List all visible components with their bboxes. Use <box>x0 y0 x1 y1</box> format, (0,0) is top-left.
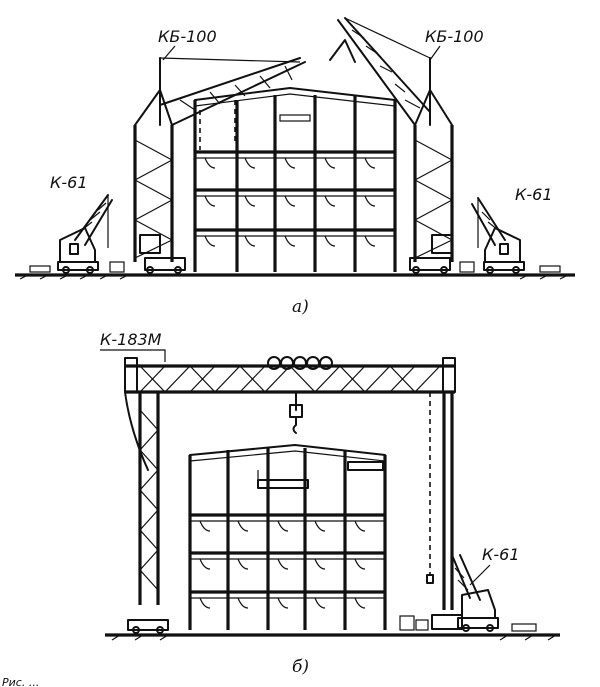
label-k61-left: К-61 <box>50 173 88 192</box>
tower-crane-right <box>329 17 454 274</box>
panel-b: К-183М К-61 б) <box>100 330 560 677</box>
tower-crane-left <box>133 57 306 274</box>
label-kb100-right: КБ-100 <box>425 27 484 46</box>
building-frame-a <box>193 87 397 272</box>
panel-a: КБ-100 КБ-100 К-61 К-61 а) <box>15 17 575 317</box>
ground-a <box>15 273 575 280</box>
label-k183m: К-183М <box>100 330 162 349</box>
footer-fragment: Рис. ... <box>2 676 39 687</box>
mobile-crane-b <box>399 554 537 632</box>
label-k61-b: К-61 <box>482 545 520 564</box>
mobile-crane-right <box>459 197 561 274</box>
gantry-crane <box>124 356 463 634</box>
caption-b: б) <box>292 657 309 677</box>
label-kb100-left: КБ-100 <box>158 27 217 46</box>
label-k61-right: К-61 <box>515 185 553 204</box>
ground-b <box>105 633 560 641</box>
building-frame-b <box>188 444 387 630</box>
caption-a: а) <box>292 297 309 317</box>
mobile-crane-left <box>29 194 125 274</box>
